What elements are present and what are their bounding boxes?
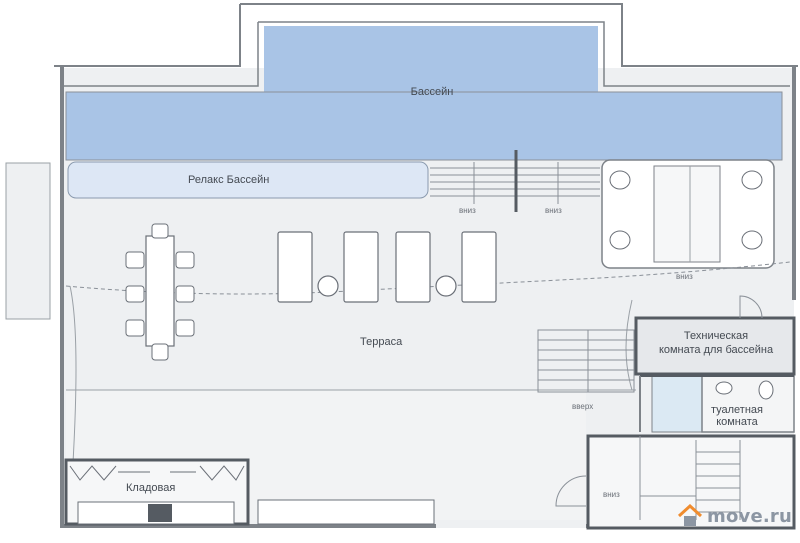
sun-loungers [277, 231, 497, 303]
stairwell-door [555, 475, 587, 507]
watermark-text: move.ru [707, 505, 792, 527]
tech-room-label-line1: Техническая [683, 330, 749, 342]
toilet-label-line1: туалетная [710, 404, 763, 416]
stairs-middle [537, 329, 635, 393]
stairwell [586, 434, 796, 530]
pool-edge [65, 91, 783, 161]
tech-room [634, 316, 796, 376]
tech-room-door [739, 295, 763, 319]
toilet-label-line2: комната [716, 416, 758, 428]
stairs-down-label-1: вниз [459, 206, 476, 215]
pool-label: Бассейн [410, 86, 454, 98]
left-annex [5, 162, 51, 320]
dining-chairs [125, 223, 195, 361]
stairs-up-label: вверх [572, 402, 594, 411]
relax-pool-label: Релакс Бассейн [188, 174, 270, 186]
watermark: move.ru [677, 504, 792, 528]
stairs-lower [639, 436, 741, 520]
terrace-curve-right [625, 299, 633, 391]
pool-outer-wall [54, 3, 798, 67]
relax-pool [67, 161, 429, 199]
stairs-down-label-2: вниз [545, 206, 562, 215]
bench [257, 499, 435, 525]
storage-label: Кладовая [126, 482, 176, 494]
dining-table [145, 235, 175, 347]
sink [715, 381, 733, 395]
terrace-boundary [65, 261, 791, 295]
terrace-label: Терраса [360, 336, 403, 348]
tech-room-label-line2: комната для бассейна [658, 344, 774, 356]
stairs-down-label-4: вниз [603, 490, 620, 499]
shower [651, 375, 703, 433]
stairs-down-label-3: вниз [676, 272, 693, 281]
storage-shelves [69, 465, 245, 481]
jacuzzi-bed [653, 165, 721, 263]
pool-inner-wall [60, 21, 790, 87]
stove [148, 504, 172, 522]
house-logo-icon [677, 504, 703, 526]
toilet [758, 380, 774, 400]
pool-water [66, 26, 782, 160]
jacuzzi-seats [609, 170, 763, 250]
